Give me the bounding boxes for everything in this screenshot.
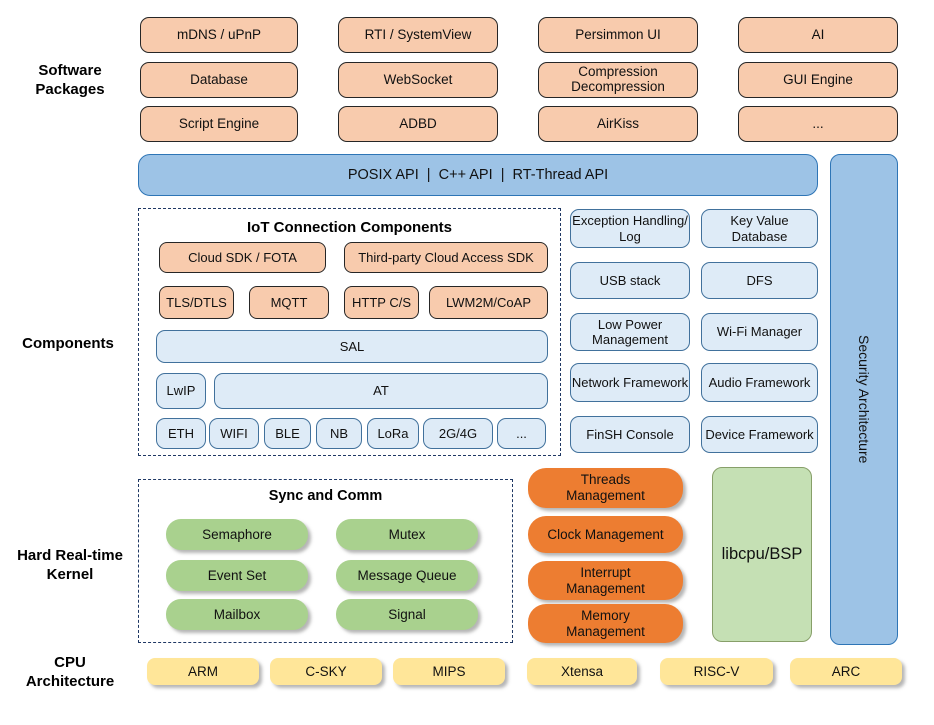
iot-box-eth: ETH bbox=[156, 418, 206, 449]
package-box-mdns-upnp: mDNS / uPnP bbox=[140, 17, 298, 53]
package-box-airkiss: AirKiss bbox=[538, 106, 698, 142]
package-box-script-engine: Script Engine bbox=[140, 106, 298, 142]
iot-box-http-cs: HTTP C/S bbox=[344, 286, 419, 319]
iot-box-ble: BLE bbox=[264, 418, 311, 449]
kernel-box-memory-management: Memory Management bbox=[528, 604, 683, 643]
cpu-box-arm: ARM bbox=[147, 658, 259, 685]
sync-and-comm-group: Sync and Comm Semaphore Mutex Event Set … bbox=[138, 479, 513, 643]
kernel-box-interrupt-management: Interrupt Management bbox=[528, 561, 683, 600]
component-box-wifi-manager: Wi-Fi Manager bbox=[701, 313, 818, 351]
component-box-finsh-console: FinSH Console bbox=[570, 416, 690, 453]
cpu-box-c-sky: C-SKY bbox=[270, 658, 382, 685]
kernel-box-event-set: Event Set bbox=[166, 560, 308, 591]
iot-box-third-party-cloud: Third-party Cloud Access SDK bbox=[344, 242, 548, 273]
kernel-box-mutex: Mutex bbox=[336, 519, 478, 550]
cpu-box-arc: ARC bbox=[790, 658, 902, 685]
cpu-box-mips: MIPS bbox=[393, 658, 505, 685]
iot-box-nb: NB bbox=[316, 418, 362, 449]
hard-realtime-kernel-label: Hard Real-time Kernel bbox=[17, 547, 123, 583]
iot-box-at: AT bbox=[214, 373, 548, 409]
sync-comm-title: Sync and Comm bbox=[268, 488, 383, 504]
component-box-network-framework: Network Framework bbox=[570, 363, 690, 402]
security-architecture-bar: Security Architecture bbox=[830, 154, 898, 645]
cpu-box-xtensa: Xtensa bbox=[527, 658, 637, 685]
kernel-box-clock-management: Clock Management bbox=[528, 516, 683, 553]
package-box-gui-engine: GUI Engine bbox=[738, 62, 898, 98]
software-packages-label: Software Packages bbox=[35, 62, 105, 98]
package-box-adbd: ADBD bbox=[338, 106, 498, 142]
iot-box-sal: SAL bbox=[156, 330, 548, 363]
package-box-compression: Compression Decompression bbox=[538, 62, 698, 98]
package-box-database: Database bbox=[140, 62, 298, 98]
component-box-audio-framework: Audio Framework bbox=[701, 363, 818, 402]
cpu-architecture-label: CPU Architecture bbox=[25, 654, 115, 690]
iot-box-2g4g: 2G/4G bbox=[423, 418, 493, 449]
components-label: Components bbox=[22, 334, 114, 352]
iot-box-tls-dtls: TLS/DTLS bbox=[159, 286, 234, 319]
iot-box-wifi: WIFI bbox=[209, 418, 259, 449]
iot-box-cloud-sdk-fota: Cloud SDK / FOTA bbox=[159, 242, 326, 273]
package-box-more: ... bbox=[738, 106, 898, 142]
kernel-box-threads-management: Threads Management bbox=[528, 468, 683, 508]
iot-box-lora: LoRa bbox=[367, 418, 419, 449]
api-bar: POSIX API | C++ API | RT-Thread API bbox=[138, 154, 818, 196]
iot-box-more: ... bbox=[497, 418, 546, 449]
iot-box-mqtt: MQTT bbox=[249, 286, 329, 319]
component-box-device-framework: Device Framework bbox=[701, 416, 818, 453]
component-box-low-power-management: Low Power Management bbox=[570, 313, 690, 351]
component-box-dfs: DFS bbox=[701, 262, 818, 299]
kernel-box-message-queue: Message Queue bbox=[336, 560, 478, 591]
component-box-key-value-database: Key Value Database bbox=[701, 209, 818, 248]
package-box-persimmon-ui: Persimmon UI bbox=[538, 17, 698, 53]
cpu-box-risc-v: RISC-V bbox=[660, 658, 773, 685]
component-box-usb-stack: USB stack bbox=[570, 262, 690, 299]
kernel-box-signal: Signal bbox=[336, 599, 478, 630]
iot-group-title: IoT Connection Components bbox=[247, 219, 452, 236]
kernel-box-semaphore: Semaphore bbox=[166, 519, 308, 550]
package-box-websocket: WebSocket bbox=[338, 62, 498, 98]
component-box-exception-handling-log: Exception Handling/ Log bbox=[570, 209, 690, 248]
kernel-box-mailbox: Mailbox bbox=[166, 599, 308, 630]
package-box-rti-systemview: RTI / SystemView bbox=[338, 17, 498, 53]
libcpu-bsp-box: libcpu/BSP bbox=[712, 467, 812, 642]
iot-box-lwm2m-coap: LWM2M/CoAP bbox=[429, 286, 548, 319]
iot-connection-components-group: IoT Connection Components Cloud SDK / FO… bbox=[138, 208, 561, 456]
iot-box-lwip: LwIP bbox=[156, 373, 206, 409]
package-box-ai: AI bbox=[738, 17, 898, 53]
